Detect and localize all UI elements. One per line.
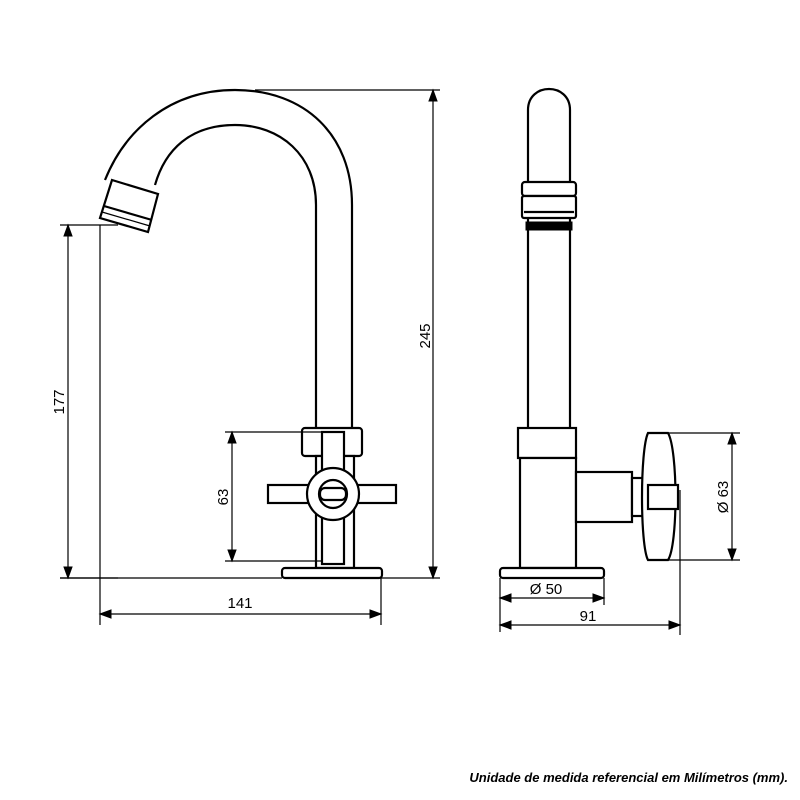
side-base bbox=[498, 566, 606, 580]
dim-diameter-63: Ø 63 bbox=[715, 481, 732, 514]
spout-inner bbox=[153, 123, 318, 428]
side-body bbox=[518, 456, 578, 570]
base-plate bbox=[280, 566, 384, 580]
side-valve bbox=[574, 470, 634, 524]
cross-handle bbox=[266, 430, 398, 566]
dim-245: 245 bbox=[417, 323, 434, 348]
dim-diameter-50: Ø 50 bbox=[530, 581, 563, 598]
units-footnote: Unidade de medida referencial em Milímet… bbox=[469, 770, 788, 785]
side-view: Ø 50 91 Ø 63 bbox=[498, 87, 740, 635]
dim-91: 91 bbox=[580, 608, 597, 625]
dim-63-front: 63 bbox=[215, 489, 232, 506]
dim-141: 141 bbox=[227, 595, 252, 612]
aerator bbox=[98, 178, 160, 234]
side-aerator bbox=[520, 180, 578, 231]
dim-177: 177 bbox=[51, 389, 68, 414]
spout-outer bbox=[103, 88, 354, 428]
front-view: 177 245 63 141 bbox=[51, 88, 440, 625]
side-collar bbox=[516, 426, 578, 460]
side-pipe bbox=[526, 87, 572, 432]
